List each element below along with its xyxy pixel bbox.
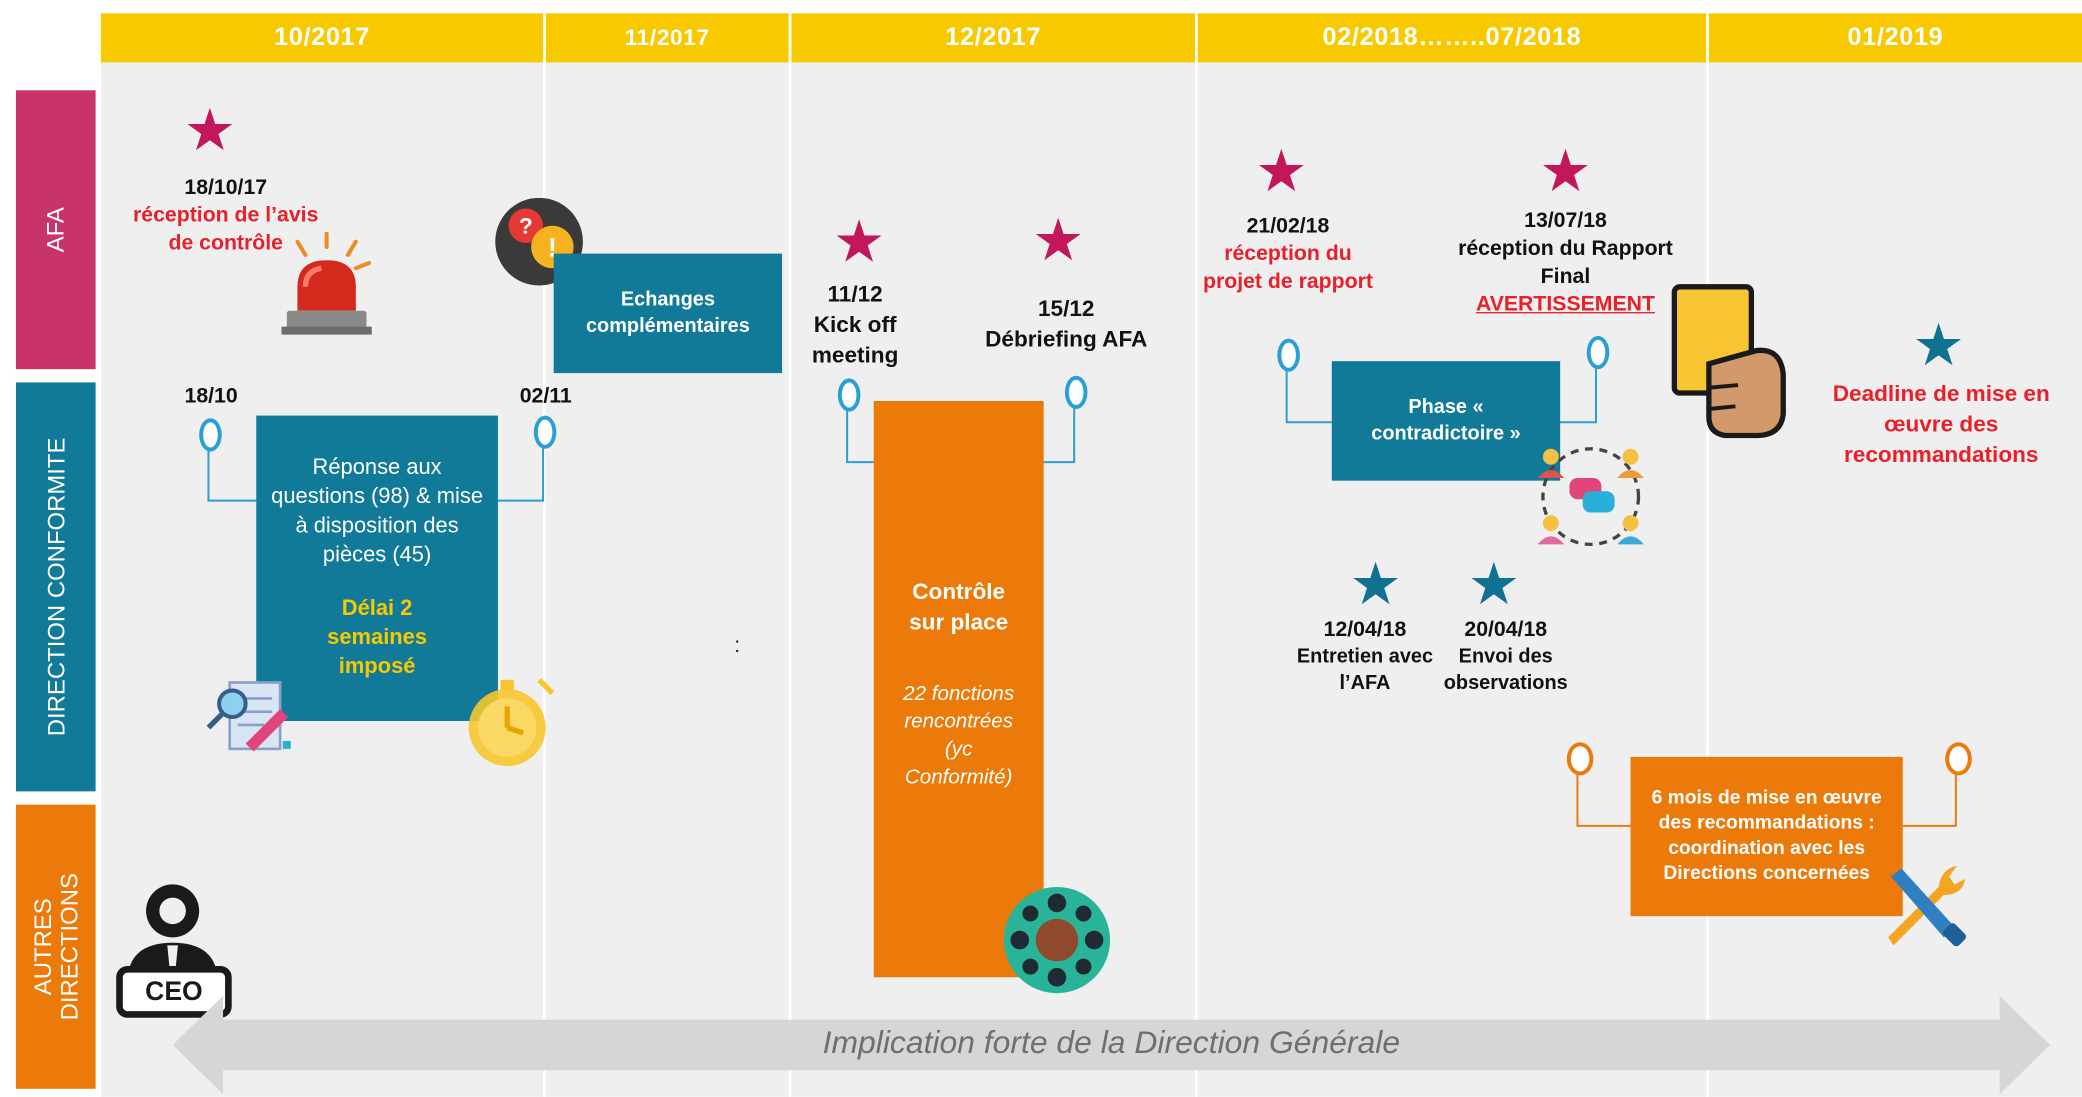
star-icon: ★	[1032, 208, 1085, 274]
header-11-2017: 11/2017	[545, 13, 789, 63]
stray-colon: :	[734, 634, 741, 658]
event-avis-controle: 18/10/17 réception de l’avis de contrôle	[133, 176, 319, 255]
milestone-ring	[837, 378, 861, 412]
column-divider	[543, 13, 546, 1097]
milestone-ring	[199, 418, 222, 452]
star-icon: ★	[1255, 139, 1308, 205]
event-projet-rapport: 21/02/18 réception du projet de rapport	[1202, 215, 1373, 294]
milestone-ring	[1277, 338, 1300, 372]
star-icon: ★	[1539, 139, 1592, 205]
milestone-ring	[1586, 335, 1610, 370]
lane-afa: AFA	[15, 90, 96, 370]
event-rapport-final: 13/07/18 réception du Rapport Final AVER…	[1458, 209, 1673, 317]
date-02-11: 02/11	[519, 385, 572, 408]
milestone-ring	[533, 415, 557, 449]
svg-text:?: ?	[519, 214, 533, 239]
star-icon: ★	[1349, 552, 1402, 618]
lane-direction-conformite: DIRECTION CONFORMITE	[15, 382, 96, 792]
header-2018-range: 02/2018……..07/2018	[1197, 13, 1707, 63]
banner-text: Implication forte de la Direction Généra…	[822, 1025, 1401, 1061]
event-kick-off: 11/12 Kick off meeting	[811, 281, 899, 368]
column-divider	[1706, 13, 1709, 1097]
event-entretien: 12/04/18 Entretien avec l’AFA	[1296, 618, 1434, 695]
column-divider	[1195, 13, 1198, 1097]
milestone-ring	[1064, 375, 1088, 409]
date-18-10: 18/10	[184, 385, 238, 408]
wrench-screwdriver-icon	[1875, 858, 1973, 954]
star-icon: ★	[832, 209, 886, 275]
star-icon: ★	[1467, 552, 1520, 618]
meeting-table-icon	[1001, 884, 1113, 996]
header-10-2017: 10/2017	[100, 13, 544, 63]
ceo-person-icon: CEO	[114, 879, 234, 1020]
header-12-2017: 12/2017	[791, 13, 1196, 63]
column-divider	[788, 13, 792, 1097]
star-icon: ★	[183, 98, 236, 164]
svg-text:!: !	[548, 232, 557, 262]
discussion-group-icon	[1530, 438, 1652, 555]
event-deadline: Deadline de mise en œuvre des recommanda…	[1832, 381, 2050, 468]
box-mise-en-oeuvre: 6 mois de mise en œuvre des recommandati…	[1630, 756, 1903, 917]
direction-generale-arrow: Implication forte de la Direction Généra…	[172, 993, 2051, 1097]
alarm-light-icon	[276, 228, 382, 340]
box-phase-contradictoire: Phase « contradictoire »	[1331, 361, 1561, 481]
box-echanges-complementaires: Echanges complémentaires	[553, 253, 783, 374]
yellow-card-icon	[1669, 281, 1796, 443]
header-01-2019: 01/2019	[1708, 13, 2082, 63]
box-controle-sur-place: Contrôle sur place 22 fonctions rencontr…	[873, 400, 1044, 978]
box-reponse-questions: Réponse aux questions (98) & mise à disp…	[256, 415, 498, 721]
event-envoi-observations: 20/04/18 Envoi des observations	[1443, 618, 1568, 695]
milestone-ring	[1945, 742, 1972, 776]
event-debriefing: 15/12 Débriefing AFA	[985, 296, 1148, 352]
milestone-ring	[1566, 742, 1594, 776]
ceo-label: CEO	[145, 977, 203, 1007]
stopwatch-icon	[465, 672, 561, 770]
document-inspect-icon	[206, 675, 296, 757]
star-icon: ★	[1912, 313, 1965, 379]
lane-autres-directions: AUTRES DIRECTIONS	[15, 804, 96, 1089]
